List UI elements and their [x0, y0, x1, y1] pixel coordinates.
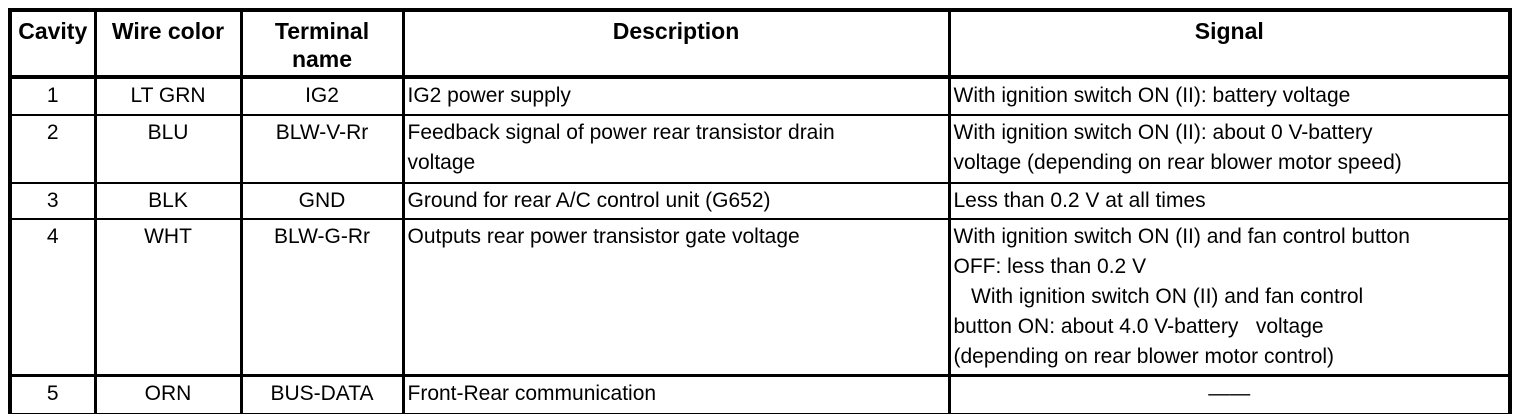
cell-cavity: 4 — [8, 218, 97, 377]
cell-signal: With ignition switch ON (II) and fan con… — [947, 218, 1512, 377]
cell-terminal: IG2 — [239, 76, 405, 116]
column-header-cavity: Cavity — [8, 9, 97, 79]
table-row: 3 BLK GND Ground for rear A/C control un… — [8, 182, 1512, 220]
cell-wire-color: WHT — [93, 218, 243, 377]
cell-signal: With ignition switch ON (II): about 0 V-… — [947, 114, 1512, 184]
cell-description: Ground for rear A/C control unit (G652) — [401, 182, 951, 220]
cell-cavity: 3 — [8, 182, 97, 220]
cell-wire-color: ORN — [93, 374, 243, 414]
cell-terminal: BLW-V-Rr — [239, 114, 405, 184]
column-header-terminal-name: Terminal name — [239, 9, 405, 79]
cell-cavity: 5 — [8, 374, 97, 414]
table-row: 1 LT GRN IG2 IG2 power supply With ignit… — [8, 76, 1512, 116]
column-header-wire-color: Wire color — [93, 9, 243, 79]
cell-cavity: 1 — [8, 76, 97, 116]
header-row: Cavity Wire color Terminal name Descript… — [8, 9, 1512, 79]
cell-signal: With ignition switch ON (II): battery vo… — [947, 76, 1512, 116]
table-row: 2 BLU BLW-V-Rr Feedback signal of power … — [8, 114, 1512, 184]
connector-wiring-table: Cavity Wire color Terminal name Descript… — [8, 8, 1512, 414]
cell-description: Front-Rear communication — [401, 374, 951, 414]
cell-wire-color: BLU — [93, 114, 243, 184]
cell-signal-dash: —— — [947, 374, 1512, 414]
table-row: 4 WHT BLW-G-Rr Outputs rear power transi… — [8, 218, 1512, 377]
cell-wire-color: BLK — [93, 182, 243, 220]
cell-terminal: GND — [239, 182, 405, 220]
cell-description: Feedback signal of power rear transistor… — [401, 114, 951, 184]
column-header-description: Description — [401, 9, 951, 79]
table-row: 5 ORN BUS-DATA Front-Rear communication … — [8, 374, 1512, 414]
cell-description: Outputs rear power transistor gate volta… — [401, 218, 951, 377]
cell-description: IG2 power supply — [401, 76, 951, 116]
cell-wire-color: LT GRN — [93, 76, 243, 116]
cell-cavity: 2 — [8, 114, 97, 184]
cell-terminal: BUS-DATA — [239, 374, 405, 414]
column-header-signal: Signal — [947, 9, 1512, 79]
cell-signal: Less than 0.2 V at all times — [947, 182, 1512, 220]
cell-terminal: BLW-G-Rr — [239, 218, 405, 377]
